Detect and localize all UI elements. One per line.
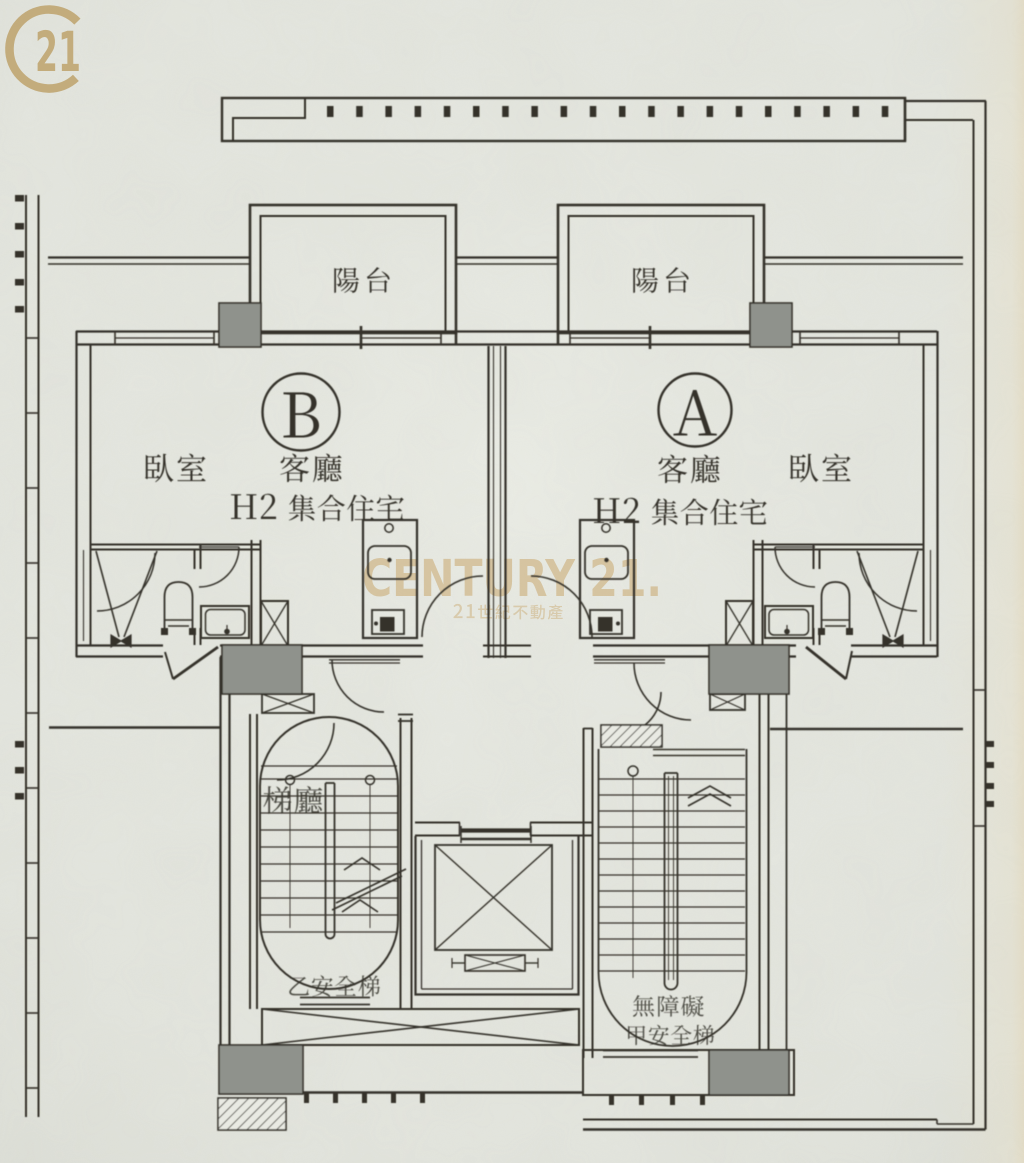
core-brace <box>261 1008 580 1046</box>
stair-b <box>259 716 407 1006</box>
elevator <box>414 821 593 996</box>
unit-a-kitchen <box>578 518 636 640</box>
century21-logo: 21 <box>5 5 81 93</box>
site-boundary-east-wall <box>972 101 994 1130</box>
unit-b-circle <box>261 372 341 452</box>
site-boundary-west-wall <box>15 195 40 1117</box>
site-fence-line <box>48 256 963 265</box>
logo-ring-icon <box>5 5 81 93</box>
unit-a-entry-door <box>530 575 853 681</box>
stair-a <box>582 687 788 1058</box>
columns <box>218 302 793 1096</box>
pergola-top <box>220 96 986 143</box>
unit-b-bathroom <box>91 540 289 649</box>
core-bottom <box>302 1049 986 1131</box>
core-walls <box>49 657 963 1045</box>
unit-a-bathroom <box>725 540 923 649</box>
plan-linework: B陽台臥室客廳H2 集合住宅A陽台客廳臥室H2 集合住宅梯廳乙安全梯無障礙甲安全… <box>15 96 994 1131</box>
unit-a-circle <box>657 372 733 448</box>
hatch-areas <box>217 724 663 1131</box>
unit-b-entry-door <box>164 575 484 681</box>
logo-number: 21 <box>35 20 81 84</box>
